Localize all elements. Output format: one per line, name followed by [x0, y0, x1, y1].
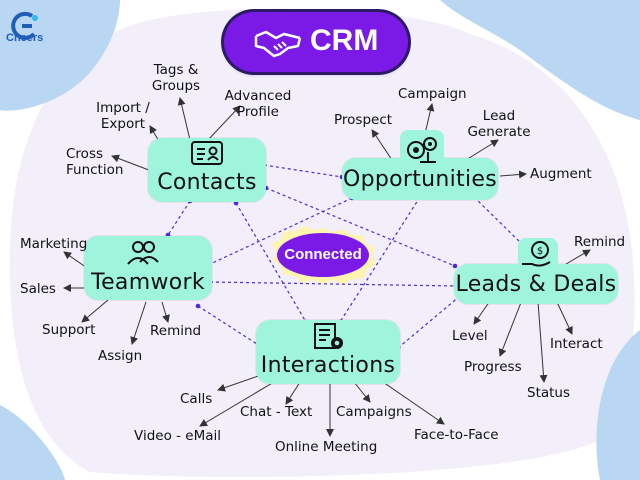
dashed-links: [167, 164, 525, 349]
link-opportunities-interactions: [339, 196, 421, 323]
arrow-remind-teamwork: [161, 301, 170, 323]
item-marketing: Marketing: [20, 236, 88, 252]
item-campaigns: Campaigns: [336, 404, 412, 420]
link-contacts-interactions: [235, 202, 307, 323]
link-opportunities-leads: [473, 196, 525, 247]
item-status: Status: [527, 385, 571, 401]
link-endpoint: [195, 303, 201, 309]
item-augment: Augment: [530, 166, 592, 182]
arrow-status: [537, 301, 548, 383]
item-remind-teamwork: Remind: [150, 323, 202, 339]
item-tags-groups: Tags & Groups: [151, 62, 201, 94]
handshake-icon: [254, 30, 302, 58]
link-contacts-leads: [265, 187, 456, 267]
item-import-export: Import / Export: [96, 100, 150, 132]
brand-name: Cheers: [6, 32, 44, 44]
settings-document-icon: [314, 323, 343, 349]
node-leads-deals-label: Leads & Deals: [455, 272, 617, 297]
arrow-remind-leads: [565, 249, 591, 265]
item-cross-function: Cross Function: [66, 146, 124, 178]
arrow-video-email: [199, 381, 275, 427]
item-online-meeting: Online Meeting: [275, 439, 378, 455]
arrow-chat-text: [285, 381, 301, 405]
item-video-email: Video - eMail: [134, 428, 222, 444]
arrow-progress: [498, 299, 523, 357]
corner-blob-bottom-left: [0, 405, 65, 480]
item-lead-generate: Lead Generate: [467, 108, 531, 140]
item-progress: Progress: [464, 359, 522, 375]
item-sales: Sales: [20, 281, 56, 297]
corner-blob-bottom-right: [596, 330, 640, 480]
node-contacts-label: Contacts: [157, 170, 257, 195]
node-interactions-label: Interactions: [260, 353, 396, 378]
gears-person-icon: [400, 130, 444, 168]
corner-blob-top-right: [440, 0, 640, 120]
arrow-support: [81, 299, 109, 323]
connected-badge-fill: [277, 233, 369, 277]
arrow-assign: [130, 301, 147, 345]
node-teamwork-label: Teamwork: [91, 270, 205, 295]
arrow-advanced-profile: [207, 105, 241, 141]
item-assign: Assign: [98, 348, 143, 364]
title-pill: CRM: [224, 12, 408, 72]
link-leads-interactions: [397, 295, 461, 349]
svg-text:$: $: [537, 246, 543, 257]
item-interact: Interact: [550, 336, 603, 352]
link-contacts-teamwork: [167, 200, 191, 236]
node-opportunities-label: Opportunities: [342, 167, 497, 192]
arrow-tags-groups: [177, 97, 191, 141]
arrow-cross-function: [111, 154, 155, 173]
node-contacts: Contacts: [148, 138, 266, 202]
node-teamwork: Teamwork: [84, 236, 212, 300]
item-calls: Calls: [180, 391, 213, 407]
item-support: Support: [42, 322, 96, 338]
page-title: CRM: [310, 24, 379, 57]
link-endpoint: [452, 263, 458, 269]
item-advanced-profile: Advanced Profile: [224, 88, 292, 120]
cheers-logo-icon: [11, 11, 38, 40]
item-face-to-face: Face-to-Face: [414, 427, 499, 443]
item-remind-leads: Remind: [574, 234, 626, 250]
item-prospect: Prospect: [334, 112, 393, 128]
arrow-prospect: [371, 129, 393, 161]
arrow-augment: [499, 170, 527, 179]
contact-card-icon: [191, 141, 223, 165]
link-teamwork-leads: [209, 281, 457, 287]
arrow-lead-generate: [465, 139, 499, 161]
node-leads-deals: Leads & Deals: [454, 264, 618, 304]
arrow-face-to-face: [379, 379, 445, 425]
arrow-campaigns: [353, 381, 371, 403]
connected-badge: Connected: [284, 245, 362, 263]
link-contacts-opportunities: [263, 164, 343, 178]
item-level: Level: [452, 328, 488, 344]
item-chat-text: Chat - Text: [240, 404, 313, 420]
arrow-calls: [217, 373, 265, 392]
money-hand-icon: $: [518, 238, 558, 270]
arrow-interact: [555, 299, 573, 335]
team-icon: [127, 241, 159, 265]
link-opportunities-teamwork: [205, 197, 353, 267]
link-teamwork-interactions: [197, 305, 261, 347]
node-interactions: Interactions: [256, 320, 400, 384]
item-campaign: Campaign: [398, 86, 467, 102]
